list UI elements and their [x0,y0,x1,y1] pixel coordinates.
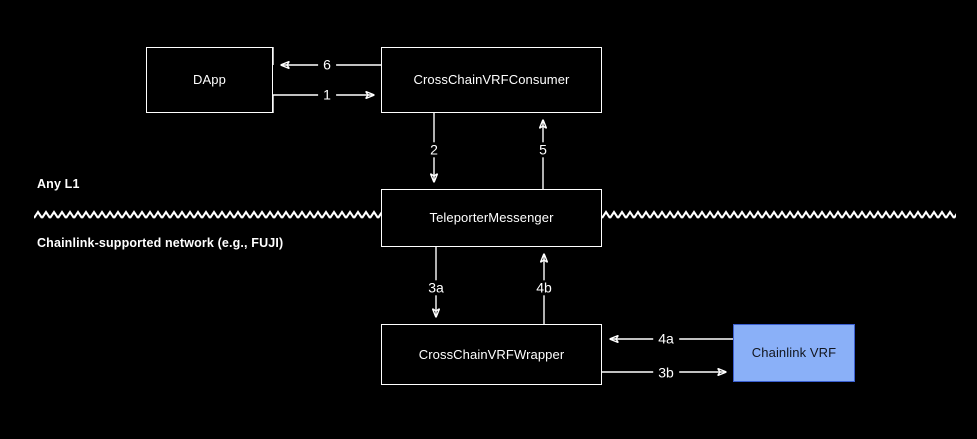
edge-label-1: 1 [318,86,336,103]
edge-label-4a: 4a [653,330,679,347]
node-chainlink-vrf[interactable]: Chainlink VRF [733,324,855,382]
node-teleportermessenger-label: TeleporterMessenger [429,210,554,226]
node-chainlink-vrf-label: Chainlink VRF [751,345,837,361]
edge-label-3a: 3a [423,279,449,296]
edge-label-6: 6 [318,56,336,73]
edge-label-5: 5 [534,141,552,158]
edge-label-3b: 3b [653,364,679,381]
edge-label-4b: 4b [531,279,557,296]
edge-label-2: 2 [425,141,443,158]
node-crosschainvrfconsumer[interactable]: CrossChainVRFConsumer [381,47,602,113]
node-teleportermessenger[interactable]: TeleporterMessenger [381,189,602,247]
zone-label-chainlink-network: Chainlink-supported network (e.g., FUJI) [37,236,284,250]
node-dapp[interactable]: DApp [146,47,273,113]
zone-label-any-l1: Any L1 [37,177,80,191]
node-crosschainvrfwrapper[interactable]: CrossChainVRFWrapper [381,324,602,385]
node-dapp-label: DApp [193,72,226,88]
node-crosschainvrfconsumer-label: CrossChainVRFConsumer [413,72,570,88]
node-crosschainvrfwrapper-label: CrossChainVRFWrapper [418,346,565,362]
